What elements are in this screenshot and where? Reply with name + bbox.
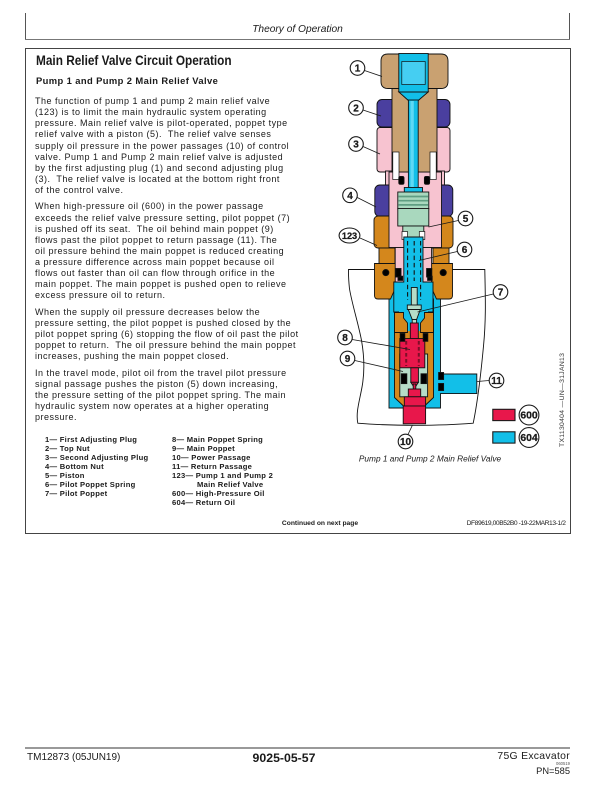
svg-text:1: 1 <box>355 64 361 75</box>
svg-text:6: 6 <box>462 245 468 256</box>
svg-text:600: 600 <box>520 411 538 422</box>
svg-text:7: 7 <box>498 288 504 299</box>
svg-text:5: 5 <box>463 214 469 225</box>
svg-text:TX1130404 —UN—31JAN13: TX1130404 —UN—31JAN13 <box>559 353 566 447</box>
svg-text:4: 4 <box>347 191 353 202</box>
svg-text:Pump 1 and Pump 2 Main Relief: Pump 1 and Pump 2 Main Relief Valve <box>359 454 502 464</box>
svg-text:123: 123 <box>342 231 357 241</box>
svg-text:3: 3 <box>353 140 359 151</box>
svg-text:10: 10 <box>400 437 412 448</box>
svg-text:8: 8 <box>342 333 348 344</box>
svg-text:2: 2 <box>353 103 359 114</box>
svg-text:11: 11 <box>491 376 502 387</box>
svg-text:9: 9 <box>345 354 351 365</box>
svg-text:604: 604 <box>520 433 538 444</box>
